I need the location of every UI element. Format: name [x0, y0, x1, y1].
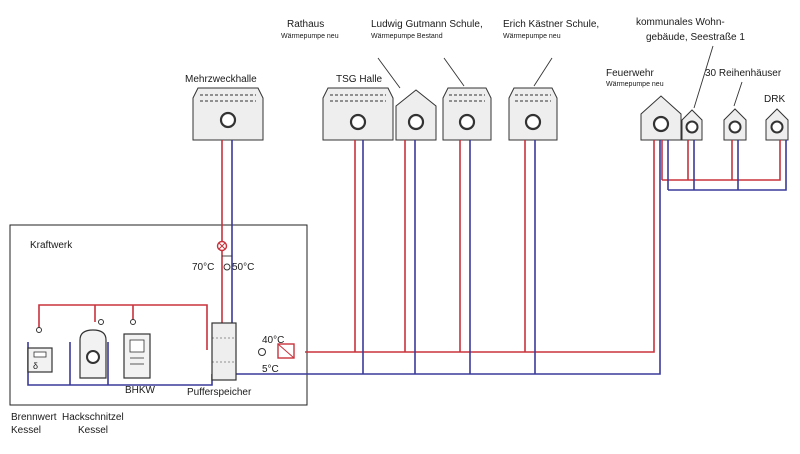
label-drk: DRK	[764, 94, 785, 105]
temp-supply-hall: 70°C	[192, 262, 214, 273]
pointer-wohngebaeude	[693, 45, 714, 109]
supply-pipes	[38, 140, 781, 353]
label-pufferspeicher: Pufferspeicher	[187, 387, 252, 398]
sublabel-feuerwehr: Wärmepumpe neu	[606, 81, 664, 88]
sublabel-kaestner-schule: Wärmepumpe neu	[503, 33, 561, 40]
sublabel-gutmann-schule: Wärmepumpe Bestand	[371, 33, 443, 40]
pufferspeicher-icon	[211, 322, 237, 381]
building-tsg-halle	[322, 87, 394, 141]
brennwert-kessel-icon: δ	[27, 327, 53, 373]
label-kaestner-schule: Erich Kästner Schule,	[503, 19, 599, 30]
temp-return-net: 5°C	[262, 364, 279, 375]
label-reihenhaeuser: 30 Reihenhäuser	[705, 68, 782, 79]
building-feuerwehr	[640, 95, 682, 141]
temp-return-hall: 50°C	[232, 262, 254, 273]
bhkw-icon	[123, 319, 151, 379]
label-hackschnitzel-1: Hackschnitzel	[62, 412, 124, 423]
mixing-valve-icon	[216, 240, 232, 271]
label-rathaus: Rathaus	[287, 19, 324, 30]
building-wohngebaeude	[681, 109, 703, 141]
building-mehrzweckhalle	[192, 87, 264, 141]
building-drk	[765, 108, 789, 141]
label-tsg-halle: TSG Halle	[336, 74, 383, 85]
label-bhkw: BHKW	[125, 385, 156, 396]
label-wohngebaeude-1: kommunales Wohn-	[636, 17, 725, 28]
pointer-kaestner	[533, 57, 553, 87]
building-reihenhaeuser	[723, 108, 747, 141]
building-kaestner-schule	[508, 87, 558, 141]
label-feuerwehr: Feuerwehr	[606, 68, 654, 79]
temp-supply-net: 40°C	[262, 335, 284, 346]
label-brennwert-2: Kessel	[11, 425, 41, 436]
pointer-reihenhaeuser	[733, 81, 743, 107]
building-gutmann-schule	[442, 87, 492, 141]
svg-text:δ: δ	[33, 361, 38, 371]
return-pipes	[27, 140, 787, 386]
building-rathaus	[395, 89, 437, 141]
sublabel-rathaus: Wärmepumpe neu	[281, 33, 339, 40]
kraftwerk-frame	[9, 224, 308, 406]
kraftwerk-label: Kraftwerk	[30, 240, 73, 251]
label-brennwert-1: Brennwert	[11, 412, 57, 423]
label-wohngebaeude-2: gebäude, Seestraße 1	[646, 32, 745, 43]
pointer-rathaus	[377, 57, 401, 89]
label-hackschnitzel-2: Kessel	[78, 425, 108, 436]
label-gutmann-schule: Ludwig Gutmann Schule,	[371, 19, 483, 30]
network-pump-icon	[258, 343, 295, 359]
hackschnitzel-kessel-icon	[79, 319, 107, 379]
pointer-gutmann	[443, 57, 465, 87]
label-mehrzweckhalle: Mehrzweckhalle	[185, 74, 257, 85]
